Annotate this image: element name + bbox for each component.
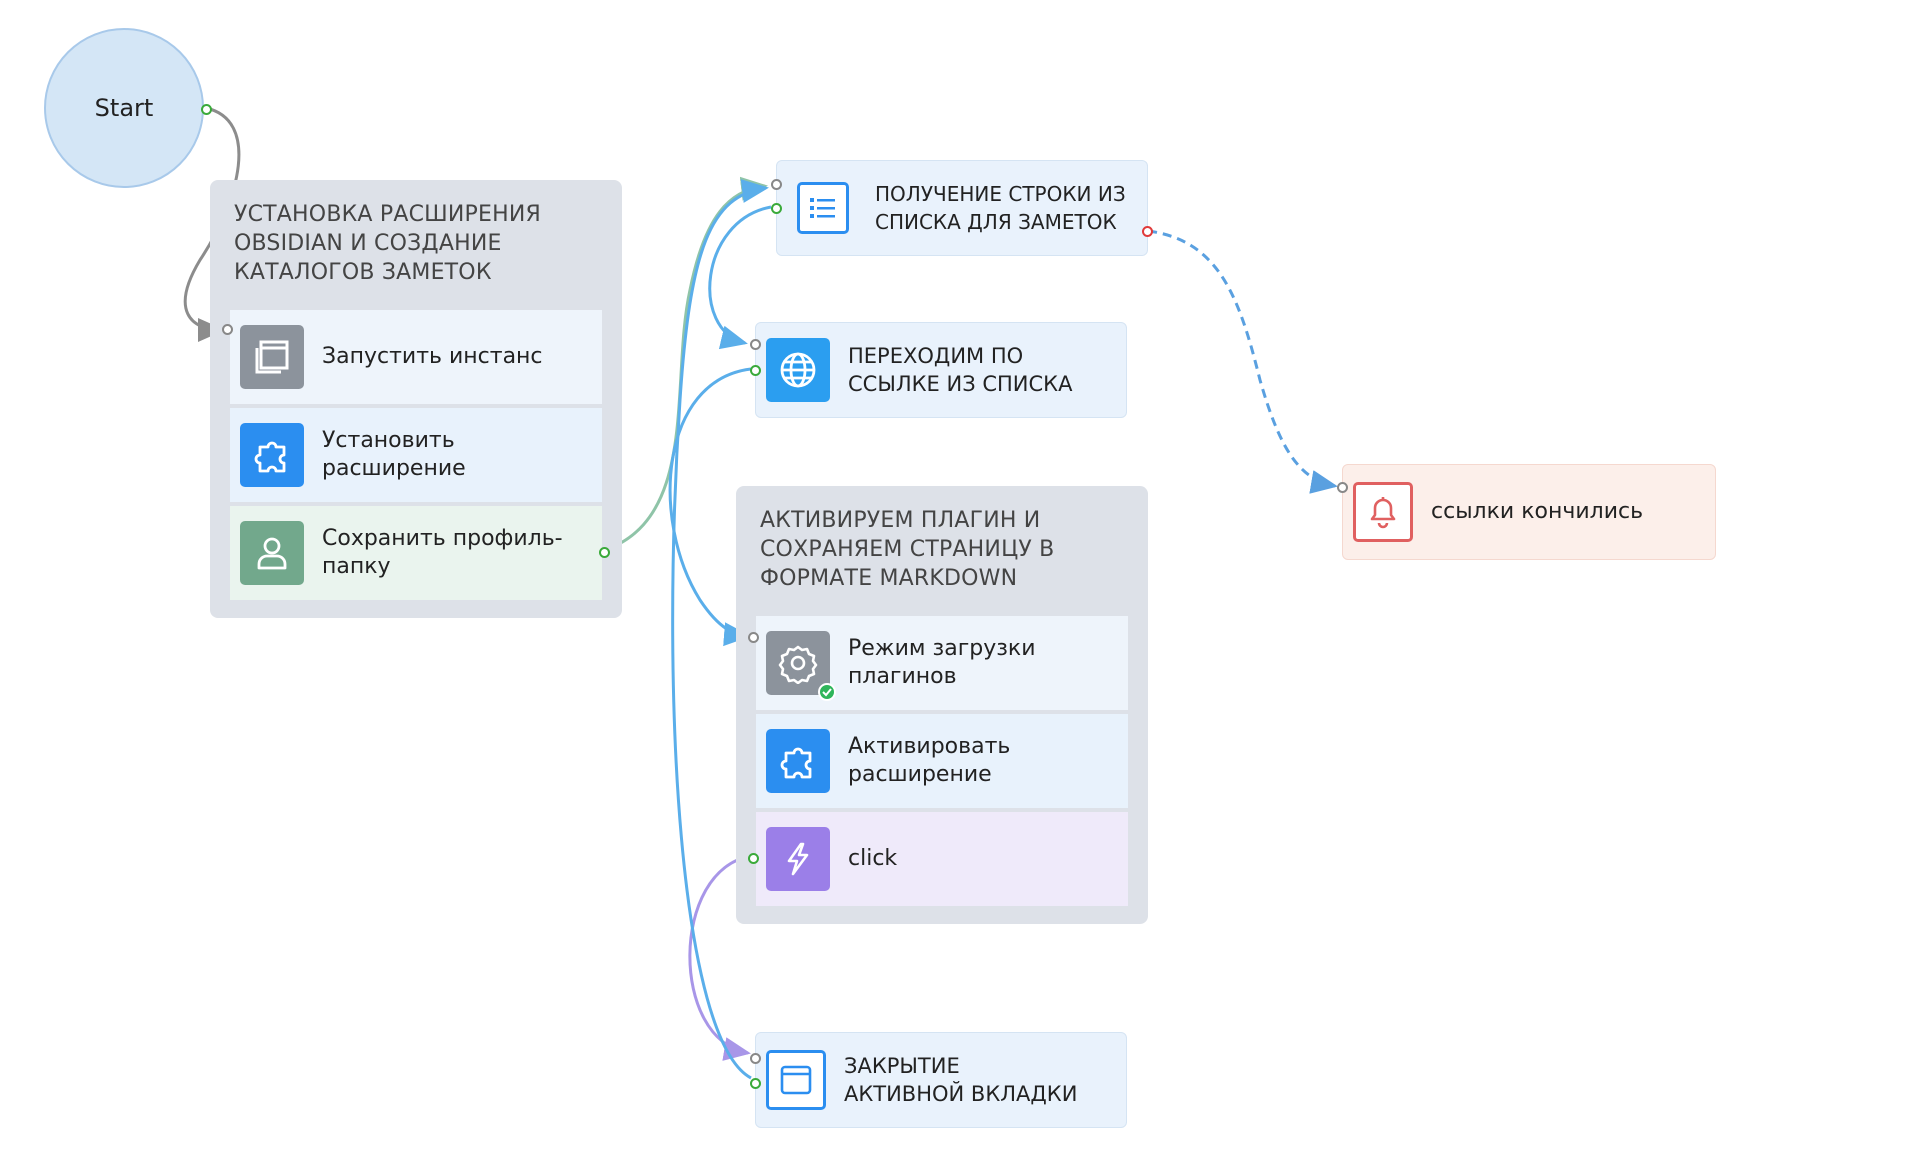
window-stack-icon xyxy=(240,325,304,389)
start-node[interactable]: Start xyxy=(44,28,212,188)
getrow-output-port[interactable] xyxy=(771,203,782,214)
puzzle-icon xyxy=(766,729,830,793)
getrow-input-port[interactable] xyxy=(771,179,782,190)
action-label: Сохранить профиль-папку xyxy=(322,526,563,579)
node-close-tab[interactable]: ЗАКРЫТИЕ АКТИВНОЙ ВКЛАДКИ xyxy=(750,1032,1127,1128)
node-get-row[interactable]: ПОЛУЧЕНИЕ СТРОКИ ИЗ СПИСКА ДЛЯ ЗАМЕТОК xyxy=(771,160,1153,256)
node-label: ПОЛУЧЕНИЕ СТРОКИ ИЗ СПИСКА ДЛЯ ЗАМЕТОК xyxy=(875,182,1126,234)
start-label: Start xyxy=(94,94,154,122)
action-label: Активировать расширение xyxy=(848,734,1011,787)
action-label: click xyxy=(848,846,898,871)
closetab-input-port[interactable] xyxy=(750,1053,761,1064)
closetab-output-port[interactable] xyxy=(750,1078,761,1089)
followlink-output-port[interactable] xyxy=(750,365,761,376)
globe-icon xyxy=(766,338,830,402)
puzzle-icon xyxy=(240,423,304,487)
node-label: ЗАКРЫТИЕ АКТИВНОЙ ВКЛАДКИ xyxy=(844,1054,1078,1106)
node-links-over[interactable]: ссылки кончились xyxy=(1337,464,1716,560)
click-output-port[interactable] xyxy=(748,853,759,864)
getrow-error-port[interactable] xyxy=(1142,226,1153,237)
plugins-input-port[interactable] xyxy=(748,632,759,643)
node-follow-link[interactable]: ПЕРЕХОДИМ ПО ССЫЛКЕ ИЗ СПИСКА xyxy=(750,322,1127,418)
list-icon xyxy=(797,182,849,234)
check-badge-icon xyxy=(818,683,836,701)
wire-save-to-getrow[interactable] xyxy=(601,176,768,553)
action-plugin-load-mode[interactable]: Режим загрузки плагинов xyxy=(748,616,1128,710)
group-title: АКТИВИРУЕМ ПЛАГИН И СОХРАНЯЕМ СТРАНИЦУ В… xyxy=(760,508,1055,591)
action-label: Режим загрузки плагинов xyxy=(848,636,1036,689)
action-click[interactable]: click xyxy=(748,812,1128,906)
wire-getrow-to-linksover[interactable] xyxy=(1147,229,1338,494)
wire-start-to-launch[interactable] xyxy=(183,106,241,342)
action-label: Установить расширение xyxy=(322,428,466,481)
action-launch-instance[interactable]: Запустить инстанс xyxy=(222,310,602,404)
node-label: ссылки кончились xyxy=(1431,499,1644,524)
start-output-port[interactable] xyxy=(201,104,212,115)
wire-closetab-to-getrow[interactable] xyxy=(671,179,769,1080)
group-title: УСТАНОВКА РАСШИРЕНИЯ OBSIDIAN И СОЗДАНИЕ… xyxy=(234,202,541,285)
action-label: Запустить инстанс xyxy=(322,344,543,369)
wire-followlink-to-plugins[interactable] xyxy=(668,367,752,647)
user-icon xyxy=(240,521,304,585)
action-activate-extension[interactable]: Активировать расширение xyxy=(756,714,1128,808)
launch-input-port[interactable] xyxy=(222,324,233,335)
group-install-extension[interactable]: УСТАНОВКА РАСШИРЕНИЯ OBSIDIAN И СОЗДАНИЕ… xyxy=(210,180,622,618)
bell-icon xyxy=(1353,482,1413,542)
followlink-input-port[interactable] xyxy=(750,339,761,350)
lightning-icon xyxy=(766,827,830,891)
gear-icon xyxy=(766,631,836,701)
action-save-profile-folder[interactable]: Сохранить профиль-папку xyxy=(230,506,610,600)
group-activate-plugin[interactable]: АКТИВИРУЕМ ПЛАГИН И СОХРАНЯЕМ СТРАНИЦУ В… xyxy=(736,486,1148,924)
browser-window-icon xyxy=(766,1050,826,1110)
save-output-port[interactable] xyxy=(599,547,610,558)
wire-getrow-to-followlink[interactable] xyxy=(708,205,772,350)
node-label: ПЕРЕХОДИМ ПО ССЫЛКЕ ИЗ СПИСКА xyxy=(848,344,1073,396)
linksover-input-port[interactable] xyxy=(1337,482,1348,493)
action-install-extension[interactable]: Установить расширение xyxy=(230,408,602,502)
